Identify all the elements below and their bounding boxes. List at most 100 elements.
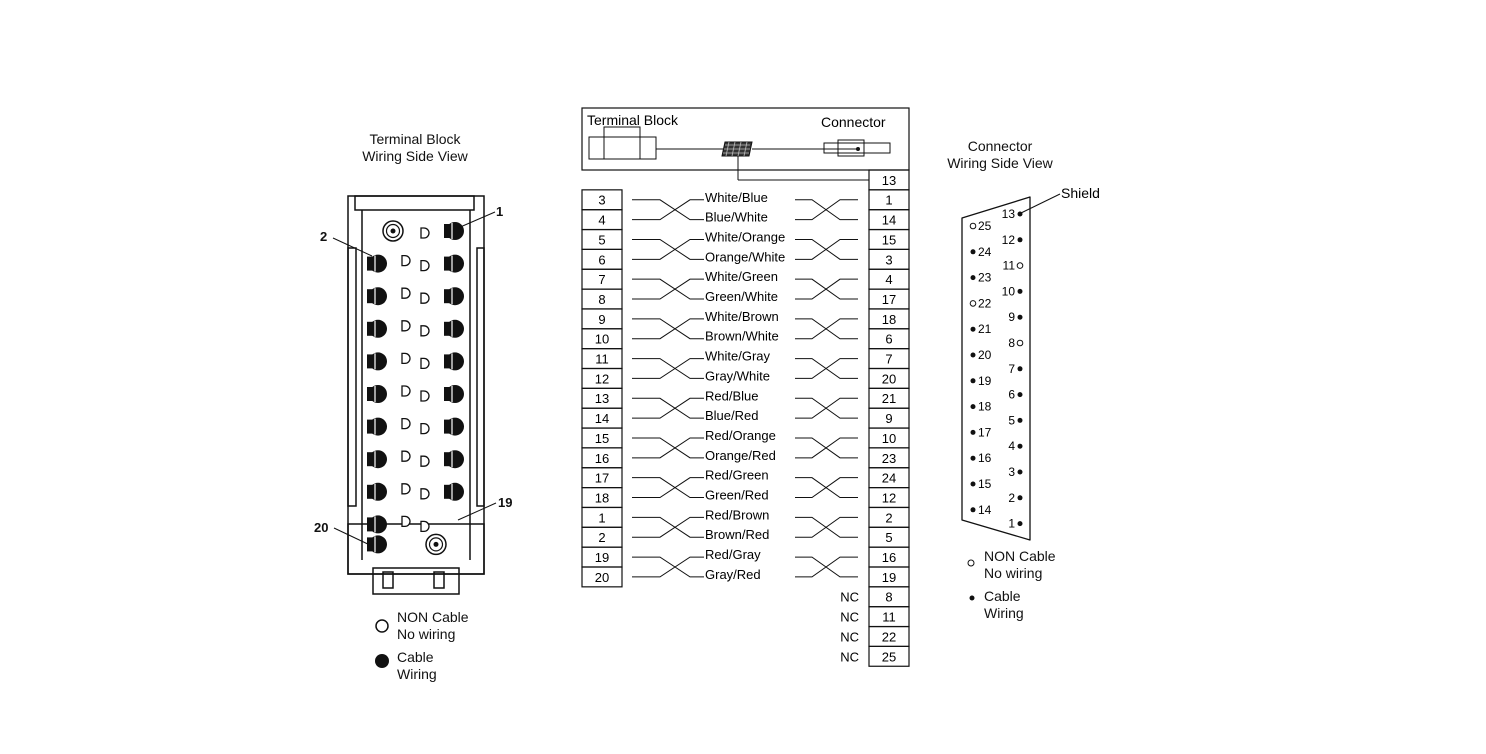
terminal-screw-8-head [369,352,387,371]
terminal-block-latch-tab-left [382,571,394,589]
pin-wired-dot-icon [1017,211,1023,217]
conn-pin-label: 23 [882,451,896,466]
conn-pin-label: 20 [882,371,896,386]
terminal-screw-4 [367,287,387,306]
wire-color-label: Orange/White [705,249,785,264]
callout-1-leader [457,211,496,229]
pin-no-wiring-dot-icon [1016,339,1024,347]
conn-pin-label: 18 [882,312,896,327]
twisted-pair-10 [632,556,858,578]
conn-legend-cable-line2: Wiring [984,605,1024,621]
terminal-screw-10-head [369,385,387,403]
terminal-screw-17 [444,482,464,501]
terminal-screw-16-clamp [367,484,373,499]
connector-view-title-line2: Wiring Side View [947,155,1053,171]
terminal-screw-18-clamp [367,517,373,532]
callout-2-leader [332,237,373,257]
conn-legend-non-cable-line2: No wiring [984,565,1043,581]
terminal-screw-7 [444,319,464,338]
pin-wired-dot-icon [970,378,976,384]
terminal-screw-14-clamp [367,452,373,467]
callout-20-leader [333,527,373,547]
connector-pin-label: 21 [978,322,992,336]
connector-pin-label: 4 [1008,439,1015,453]
terminal-screw-2 [367,254,387,273]
twisted-pair-5 [632,358,858,379]
callout-19: 19 [498,495,512,510]
terminal-marker-right-5 [420,390,430,402]
terminal-block-bottom-section [347,523,485,575]
wire-color-label: Red/Brown [705,507,769,522]
connector-view-title-line1: Connector [967,138,1033,154]
terminal-marker-left-8 [401,483,411,495]
terminal-screw-11 [444,385,464,403]
tb-pin-label: 12 [595,371,609,386]
terminal-block-right-slot [476,247,485,507]
terminal-block-latch-tab-right [433,571,445,589]
tb-pin-label: 13 [595,391,609,406]
terminal-screw-16 [367,482,387,501]
connector-pin-label: 6 [1008,388,1015,402]
terminal-screw-5-clamp [444,289,450,304]
terminal-marker-right-3 [420,325,430,337]
conn-pin-label: 9 [885,411,892,426]
connector-cell-shield-pin: 13 [882,173,896,188]
callout-20: 20 [314,520,328,535]
terminal-screw-13-clamp [444,419,450,434]
connector-pin-label: 12 [1002,233,1016,247]
terminal-marker-right-8 [420,488,430,500]
conn-legend-cable-line1: Cable [984,588,1021,604]
connector-pin-label: 25 [978,219,992,233]
terminal-marker-left-3 [401,320,411,332]
terminal-block-latch [372,567,460,595]
terminal-marker-left-9 [401,515,411,528]
terminal-screw-6 [367,319,387,338]
terminal-block-left-slot [347,247,357,507]
connector-pin-label: 14 [978,503,992,517]
terminal-marker-left-5 [401,385,411,397]
terminal-screw-11-clamp [444,387,450,401]
terminal-screw-20-clamp [367,537,373,552]
terminal-screw-9-head [446,352,464,371]
tb-legend-cable-line1: Cable [397,649,434,665]
wire-color-label: Blue/White [705,210,768,225]
terminal-screw-13 [444,417,464,436]
connector-pin-label: 11 [1003,259,1016,273]
terminal-screw-5 [444,287,464,306]
terminal-screw-1-clamp [444,224,450,238]
tb-pin-label: 5 [598,232,605,247]
connector-legend-open-dot-icon [967,559,975,567]
terminal-screw-13-head [446,417,464,436]
wire-color-label: Red/Blue [705,388,758,403]
terminal-marker-right-6 [420,422,430,435]
pin-wired-dot-icon [1017,469,1023,475]
connector-pin-label: 24 [978,245,992,259]
connector-pin-label: 1 [1008,517,1015,531]
connector-legend-filled-dot-icon [969,595,975,601]
wire-color-label: Red/Gray [705,547,761,562]
tb-cell-19 [581,566,623,588]
wire-color-label: Red/Orange [705,428,776,443]
conn-pin-label: 12 [882,490,896,505]
terminal-marker-left-4 [401,352,411,365]
conn-pin-label: 5 [885,530,892,545]
wire-color-label: Gray/Red [705,567,761,582]
conn-legend-non-cable-line1: NON Cable [984,548,1056,564]
terminal-screw-20 [367,535,387,554]
tb-legend-non-cable-line2: No wiring [397,626,456,642]
twisted-pair-4 [632,318,858,340]
connector-pin-label: 19 [978,374,992,388]
connector-pin-label: 3 [1008,465,1015,479]
tb-pin-label: 7 [598,272,605,287]
pin-wired-dot-icon [970,481,976,487]
terminal-screw-10-clamp [367,387,373,401]
tb-pin-label: 15 [595,431,609,446]
terminal-marker-right-0 [420,227,430,239]
terminal-screw-3-head [446,254,464,273]
terminal-screw-14 [367,450,387,469]
terminal-screw-6-clamp [367,321,373,336]
nc-label: NC [840,590,859,605]
pin-wired-dot-icon [970,275,976,281]
